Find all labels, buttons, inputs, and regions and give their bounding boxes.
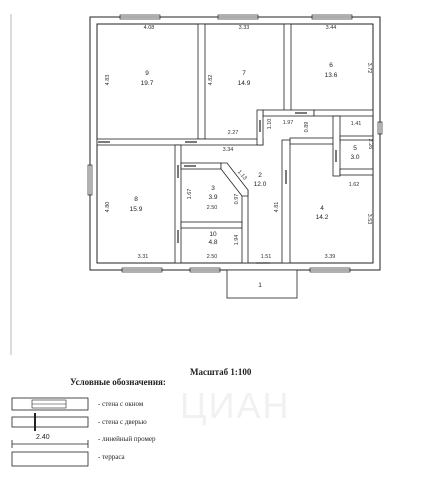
legend-label-door: - стена с дверью xyxy=(98,418,147,426)
dim-4-height: 3.53 xyxy=(366,214,372,225)
dim-3-width: 2.50 xyxy=(207,205,218,211)
dim-corridor-top: 1.97 xyxy=(283,120,294,126)
room-labels: 9 19.7 7 14.9 6 13.6 8 15.9 3 3.9 2 12.0… xyxy=(130,62,360,289)
wall-3-10 xyxy=(180,221,243,229)
dim-8-height: 4.80 xyxy=(105,202,111,213)
doors xyxy=(98,112,337,264)
room-8-number: 8 xyxy=(134,196,138,203)
scale-label: Масштаб 1:100 xyxy=(190,367,252,377)
watermark: ЦИАН xyxy=(180,385,291,426)
room-2-number: 2 xyxy=(258,172,262,179)
dim-6-width: 3.44 xyxy=(326,25,337,31)
dim-6-height: 3.72 xyxy=(366,63,372,74)
dim-10-width: 2.50 xyxy=(207,254,218,260)
dim-diagonal: 1.13 xyxy=(236,169,247,181)
dim-7-height: 4.82 xyxy=(208,75,214,86)
dim-9-height: 4.83 xyxy=(105,75,111,86)
room-3-area: 3.9 xyxy=(208,194,217,201)
room-1-number: 1 xyxy=(258,282,262,289)
room-10-area: 4.8 xyxy=(208,239,217,246)
dim-10-height: 1.94 xyxy=(234,235,240,246)
dim-8-width: 3.31 xyxy=(138,254,149,260)
dim-entrance: 1.51 xyxy=(261,254,272,260)
room-2-area: 12.0 xyxy=(254,181,267,188)
wall-4-top xyxy=(289,137,341,145)
wall-7-6 xyxy=(283,23,292,113)
wall-5-top xyxy=(339,135,374,141)
legend-door-mark xyxy=(34,413,36,431)
dimension-labels: 4.08 4.83 3.33 4.82 3.44 3.72 2.27 1.10 … xyxy=(105,25,373,260)
dim-3-side: 0.97 xyxy=(234,194,240,205)
wall-6-bottom xyxy=(313,109,374,117)
room-7-area: 14.9 xyxy=(238,80,251,87)
room-8-area: 15.9 xyxy=(130,206,143,213)
wall-10-right xyxy=(241,189,249,264)
legend-wall-door-symbol xyxy=(11,416,89,428)
legend-title: Условные обозначения: xyxy=(70,377,166,387)
dim-4-top: 1.62 xyxy=(349,182,360,188)
dim-2-height: 4.81 xyxy=(274,202,280,213)
dim-7-width: 3.33 xyxy=(239,25,250,31)
room-5-number: 5 xyxy=(353,145,357,152)
room-5-area: 3.0 xyxy=(350,154,359,161)
room-10-number: 10 xyxy=(209,231,217,238)
room-3-number: 3 xyxy=(211,185,215,192)
legend-label-terrace: - терраса xyxy=(98,453,125,461)
room-7-number: 7 xyxy=(242,70,246,77)
wall-8-right xyxy=(174,144,182,264)
dim-corridor-side: 0.89 xyxy=(304,122,310,133)
dim-3-height: 1.67 xyxy=(187,189,193,200)
wall-2-4 xyxy=(281,139,291,264)
room-6-number: 6 xyxy=(329,62,333,69)
wall-9-7 xyxy=(197,23,206,140)
legend-label-window: - стена с окном xyxy=(98,400,144,408)
room-9-number: 9 xyxy=(145,70,149,77)
room-6-area: 13.6 xyxy=(325,72,338,79)
legend-symbols xyxy=(11,397,89,467)
room-4-area: 14.2 xyxy=(316,214,329,221)
legend-length-value: 2.40 xyxy=(36,434,50,441)
terrace xyxy=(226,269,298,299)
wall-5-bottom xyxy=(339,168,374,176)
wall-diagonal xyxy=(220,162,249,197)
room-9-area: 19.7 xyxy=(141,80,154,87)
legend-terrace-symbol xyxy=(11,451,89,467)
interior-walls xyxy=(96,23,374,264)
dim-corridor-length: 3.34 xyxy=(223,147,234,153)
dim-4-width: 3.39 xyxy=(325,254,336,260)
wall-5-left xyxy=(332,115,341,177)
legend-label-length: - линейный промер xyxy=(98,435,156,443)
dim-5-width: 1.41 xyxy=(351,121,362,127)
dim-7-bottom: 2.27 xyxy=(228,130,239,136)
dim-5-height: 2.26 xyxy=(367,139,373,150)
dim-9-width: 4.08 xyxy=(144,25,155,31)
wall-9-corridor xyxy=(96,138,264,146)
room-4-number: 4 xyxy=(320,205,324,212)
dim-passage: 1.10 xyxy=(267,119,273,130)
windows xyxy=(87,14,383,273)
